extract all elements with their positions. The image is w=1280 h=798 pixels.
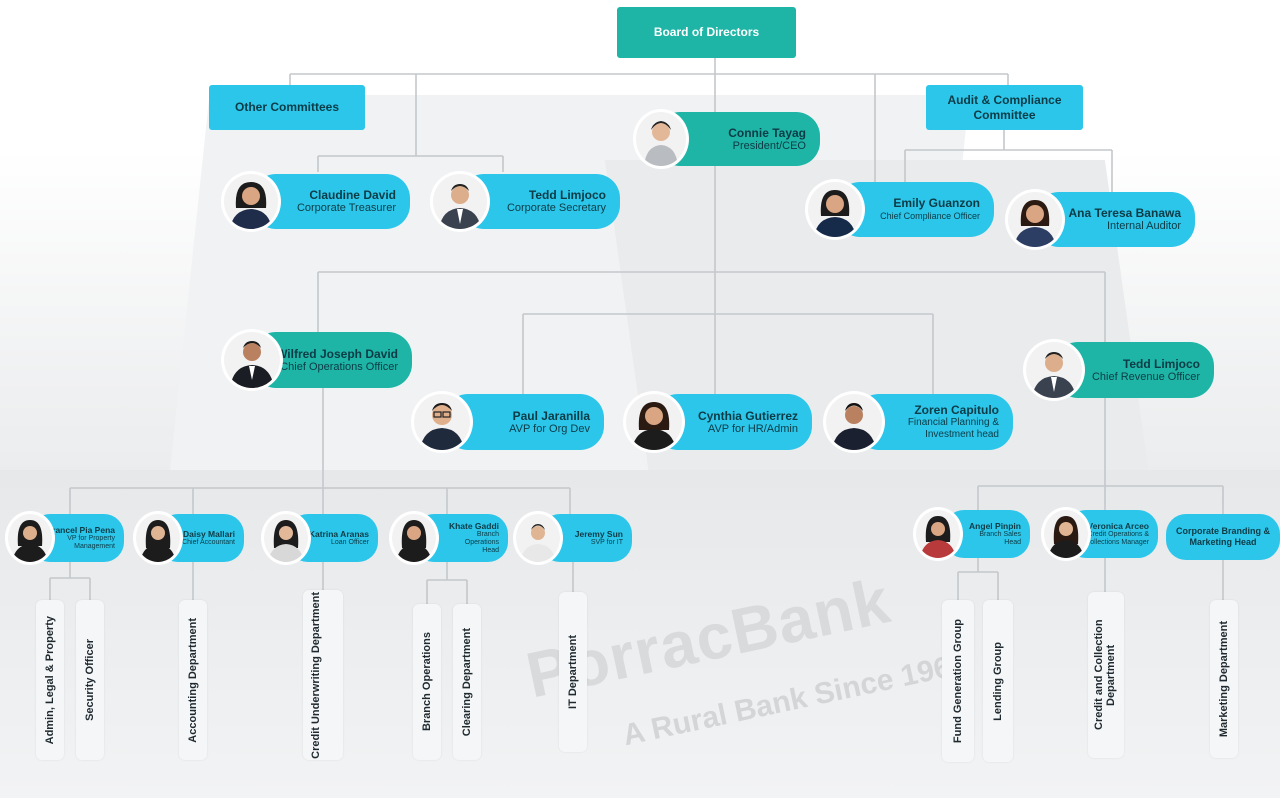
person-title: Branch Sales Head	[979, 531, 1021, 546]
avatar	[433, 174, 487, 229]
department-admin-legal: Admin, Legal & Property	[36, 600, 64, 760]
person-name: Emily Guanzon	[893, 196, 980, 210]
avatar	[1008, 192, 1062, 247]
person-name: Veronica Arceo	[1087, 521, 1149, 531]
department-accounting: Accounting Department	[179, 600, 207, 760]
position-title: Corporate Branding & Marketing Head	[1175, 526, 1270, 547]
person-name: Khate Gaddi	[448, 521, 499, 531]
avatar	[916, 510, 960, 558]
person-name: Wilfred Joseph David	[276, 346, 398, 361]
person-name: Claudine David	[309, 188, 396, 202]
person-name: Ana Teresa Banawa	[1068, 206, 1182, 220]
department-marketing: Marketing Department	[1210, 600, 1238, 758]
avatar	[414, 394, 470, 450]
person-name: Jeremy Sun	[574, 529, 623, 539]
person-title: Branch Operations Head	[464, 531, 499, 554]
department-fund-generation: Fund Generation Group	[942, 600, 974, 762]
avatar	[224, 174, 278, 229]
person-title: SVP for IT	[590, 539, 623, 546]
person-name: Paul Jaranilla	[512, 408, 590, 423]
branch-sales-head-card: Angel Pinpin Branch Sales Head	[944, 510, 1030, 558]
coo-card: Wilfred Joseph David Chief Operations Of…	[252, 332, 412, 388]
org-dev-card: Paul Jaranilla AVP for Org Dev	[444, 394, 604, 450]
person-name: Tedd Limjoco	[528, 188, 606, 202]
avatar	[8, 514, 52, 562]
other-committees-box: Other Committees	[209, 85, 365, 130]
person-title: Corporate Treasurer	[296, 202, 396, 214]
avatar	[1026, 342, 1082, 398]
avatar	[636, 112, 686, 166]
person-title: Loan Officer	[330, 539, 369, 546]
audit-compliance-committee-box: Audit & Compliance Committee	[926, 85, 1083, 130]
compliance-officer-card: Emily Guanzon Chief Compliance Officer	[836, 182, 994, 237]
person-name: Connie Tayag	[728, 125, 806, 140]
person-title: Internal Auditor	[1107, 220, 1181, 232]
department-branch-operations: Branch Operations	[413, 604, 441, 760]
department-lending: Lending Group	[983, 600, 1013, 762]
person-title: Credit Operations & Collections Manager	[1085, 531, 1149, 546]
department-credit-underwriting: Credit Underwriting Department	[303, 590, 343, 760]
avatar	[136, 514, 180, 562]
department-clearing: Clearing Department	[453, 604, 481, 760]
person-name: Francel Pia Pena	[46, 525, 115, 535]
avatar	[392, 514, 436, 562]
person-title: Corporate Secretary	[506, 202, 606, 214]
person-title: AVP for HR/Admin	[707, 422, 798, 435]
avatar	[626, 394, 682, 450]
person-title: Chief Operations Officer	[280, 360, 398, 373]
person-title: AVP for Org Dev	[509, 422, 590, 435]
corporate-branding-card: Corporate Branding & Marketing Head	[1166, 514, 1280, 560]
person-title: Chief Accountant	[182, 539, 235, 546]
person-title: VP for Property Management	[67, 535, 115, 550]
person-title: Chief Revenue Officer	[1091, 370, 1200, 383]
avatar	[1044, 510, 1088, 558]
person-name: Angel Pinpin	[969, 521, 1021, 531]
board-of-directors-box: Board of Directors	[617, 7, 796, 58]
department-it: IT Department	[559, 592, 587, 752]
secretary-card: Tedd Limjoco Corporate Secretary	[460, 174, 620, 229]
avatar	[224, 332, 280, 388]
department-credit-collection: Credit and Collection Department	[1088, 592, 1124, 758]
avatar	[264, 514, 308, 562]
person-name: Zoren Capitulo	[914, 403, 999, 417]
person-name: Katrina Aranas	[308, 529, 369, 539]
avatar	[826, 394, 882, 450]
person-title: President/CEO	[732, 139, 806, 152]
person-title: Chief Compliance Officer	[880, 211, 980, 221]
person-name: Tedd Limjoco	[1122, 356, 1200, 371]
avatar	[516, 514, 560, 562]
avatar	[808, 182, 862, 237]
person-name: Daisy Mallari	[183, 529, 235, 539]
person-name: Cynthia Gutierrez	[697, 408, 798, 423]
department-security: Security Officer	[76, 600, 104, 760]
treasurer-card: Claudine David Corporate Treasurer	[252, 174, 410, 229]
person-title: Financial Planning & Investment head	[907, 417, 999, 440]
